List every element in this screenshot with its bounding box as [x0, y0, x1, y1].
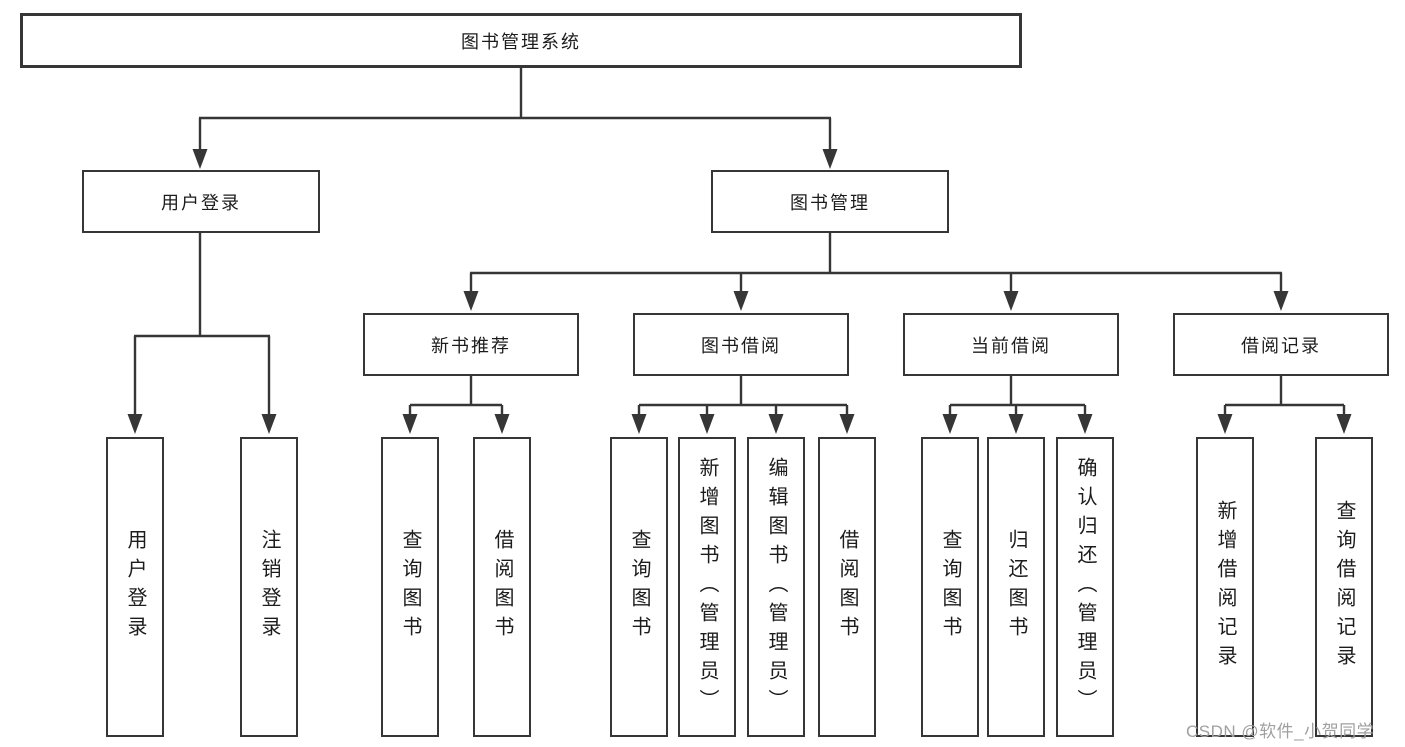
leaf-query-books-borrowing: 查询图书: [610, 437, 668, 737]
arrowhead-group: [127, 149, 1352, 434]
leaf-return-books: 归还图书: [987, 437, 1045, 737]
leaf-confirm-return-admin: 确认归还（管理员）: [1056, 437, 1114, 737]
leaf-logout: 注销登录: [240, 437, 298, 737]
leaf-query-books-current: 查询图书: [921, 437, 979, 737]
leaf-add-borrow-record: 新增借阅记录: [1196, 437, 1254, 737]
leaf-borrow-books-borrowing: 借阅图书: [818, 437, 876, 737]
leaf-query-books-recommend: 查询图书: [381, 437, 439, 737]
csdn-watermark: CSDN @软件_小贺同学: [1186, 722, 1375, 741]
leaf-edit-books-admin: 编辑图书（管理员）: [747, 437, 805, 737]
node-borrowing-records: 借阅记录: [1173, 313, 1389, 376]
leaf-add-books-admin: 新增图书（管理员）: [678, 437, 736, 737]
node-user-login: 用户登录: [82, 170, 320, 233]
node-library-management-system: 图书管理系统: [20, 13, 1022, 68]
leaf-borrow-books-recommend: 借阅图书: [473, 437, 531, 737]
node-current-borrowing: 当前借阅: [903, 313, 1119, 376]
node-book-borrowing: 图书借阅: [633, 313, 849, 376]
node-new-book-recommendation: 新书推荐: [363, 313, 579, 376]
leaf-user-login: 用户登录: [106, 437, 164, 737]
node-book-management: 图书管理: [711, 170, 949, 233]
leaf-query-borrow-record: 查询借阅记录: [1315, 437, 1373, 737]
